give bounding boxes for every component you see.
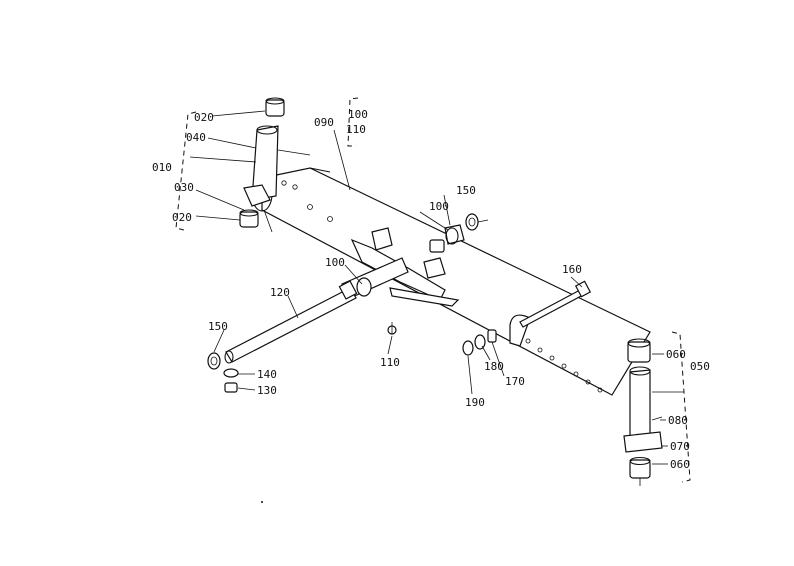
label-170: 170	[505, 375, 525, 388]
nut-190	[462, 340, 474, 356]
bushing-100-top	[429, 239, 445, 253]
label-150-left: 150	[208, 320, 228, 333]
label-190: 190	[465, 396, 485, 409]
pivot-rod-120	[224, 280, 358, 364]
grease-fitting-110	[387, 322, 397, 335]
group-bracket-090	[347, 97, 359, 147]
washer-150-upper	[465, 213, 489, 231]
front-axle-beam	[251, 167, 651, 396]
label-180: 180	[484, 360, 504, 373]
label-130: 130	[257, 384, 277, 397]
right-knuckle-assembly	[623, 338, 663, 486]
part-labels: 020 040 010 030 020 090 100 110 150 100 …	[152, 108, 710, 471]
label-140: 140	[257, 368, 277, 381]
washer-170	[487, 329, 497, 343]
label-030: 030	[174, 181, 194, 194]
group-bracket-050	[671, 331, 691, 483]
label-040: 040	[186, 131, 206, 144]
bushing-060-lower	[629, 459, 651, 479]
knuckle-pin	[629, 369, 651, 443]
group-bracket-010	[175, 111, 197, 231]
label-150-upper: 150	[456, 184, 476, 197]
label-020-upper: 020	[194, 111, 214, 124]
bushing-060-upper	[627, 341, 651, 363]
label-120: 120	[270, 286, 290, 299]
washer-150-left	[207, 352, 221, 370]
label-110-lower: 110	[380, 356, 400, 369]
bushing-100-upper	[444, 224, 465, 245]
label-010: 010	[152, 161, 172, 174]
knuckle-pin-040	[251, 125, 279, 201]
stray-dot	[261, 501, 263, 503]
left-knuckle-assembly	[239, 97, 311, 233]
king-pin-070	[623, 431, 663, 453]
label-160: 160	[562, 263, 582, 276]
leader-lines	[189, 110, 684, 465]
label-100-right: 100	[429, 200, 449, 213]
label-060-upper: 060	[666, 348, 686, 361]
label-110-top: 110	[346, 123, 366, 136]
label-100-center: 100	[325, 256, 345, 269]
label-100-top: 100	[348, 108, 368, 121]
washer-180	[474, 334, 486, 350]
bushing-020-upper	[265, 99, 285, 117]
label-020-lower: 020	[172, 211, 192, 224]
label-090: 090	[314, 116, 334, 129]
washer-140	[223, 368, 239, 378]
label-080: 080	[668, 414, 688, 427]
label-070: 070	[670, 440, 690, 453]
label-060-lower: 060	[670, 458, 690, 471]
label-050: 050	[690, 360, 710, 373]
bushing-020-lower	[239, 211, 259, 228]
bolt-130	[224, 382, 238, 393]
bolt-160	[519, 280, 592, 328]
